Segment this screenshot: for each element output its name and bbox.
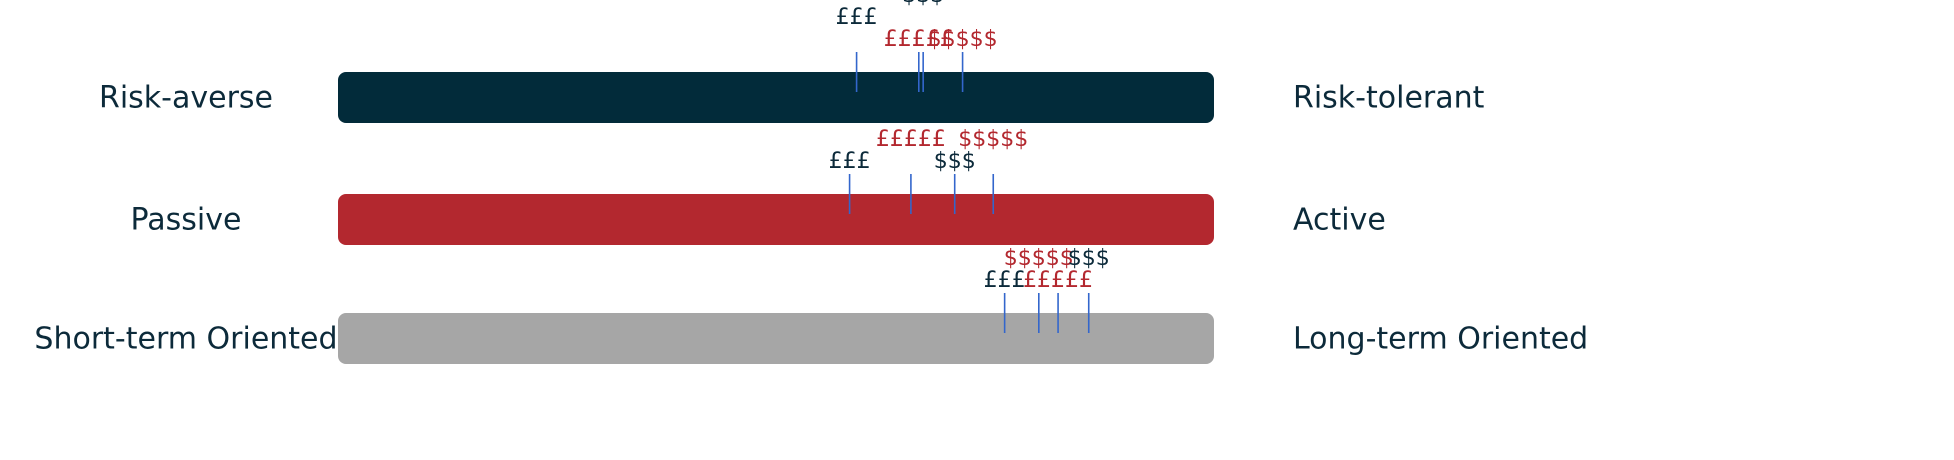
scale-bar-1 — [338, 72, 1214, 123]
scale-bar-3 — [338, 313, 1214, 364]
scale-bar-2 — [338, 194, 1214, 245]
marker-label: £££ — [836, 5, 878, 30]
marker-label: $$$$$ — [1004, 246, 1074, 271]
marker-label: £££ — [984, 268, 1026, 293]
right-label-2: Active — [1293, 203, 1386, 238]
marker-label: $$$$$ — [928, 27, 998, 52]
marker-label: £££££ — [876, 127, 946, 152]
marker-label: £££££ — [1023, 268, 1093, 293]
left-label-1: Risk-averse — [99, 81, 273, 116]
marker-label: $$$$$ — [958, 127, 1028, 152]
right-label-3: Long-term Oriented — [1293, 322, 1588, 357]
left-label-3: Short-term Oriented — [34, 322, 337, 357]
right-label-1: Risk-tolerant — [1293, 81, 1485, 116]
left-label-2: Passive — [131, 203, 242, 238]
marker-label: $$$ — [934, 149, 976, 174]
marker-label: £££££ — [884, 27, 954, 52]
marker-label: $$$ — [1068, 246, 1110, 271]
marker-label: $$$ — [902, 0, 944, 8]
marker-label: £££ — [829, 149, 871, 174]
